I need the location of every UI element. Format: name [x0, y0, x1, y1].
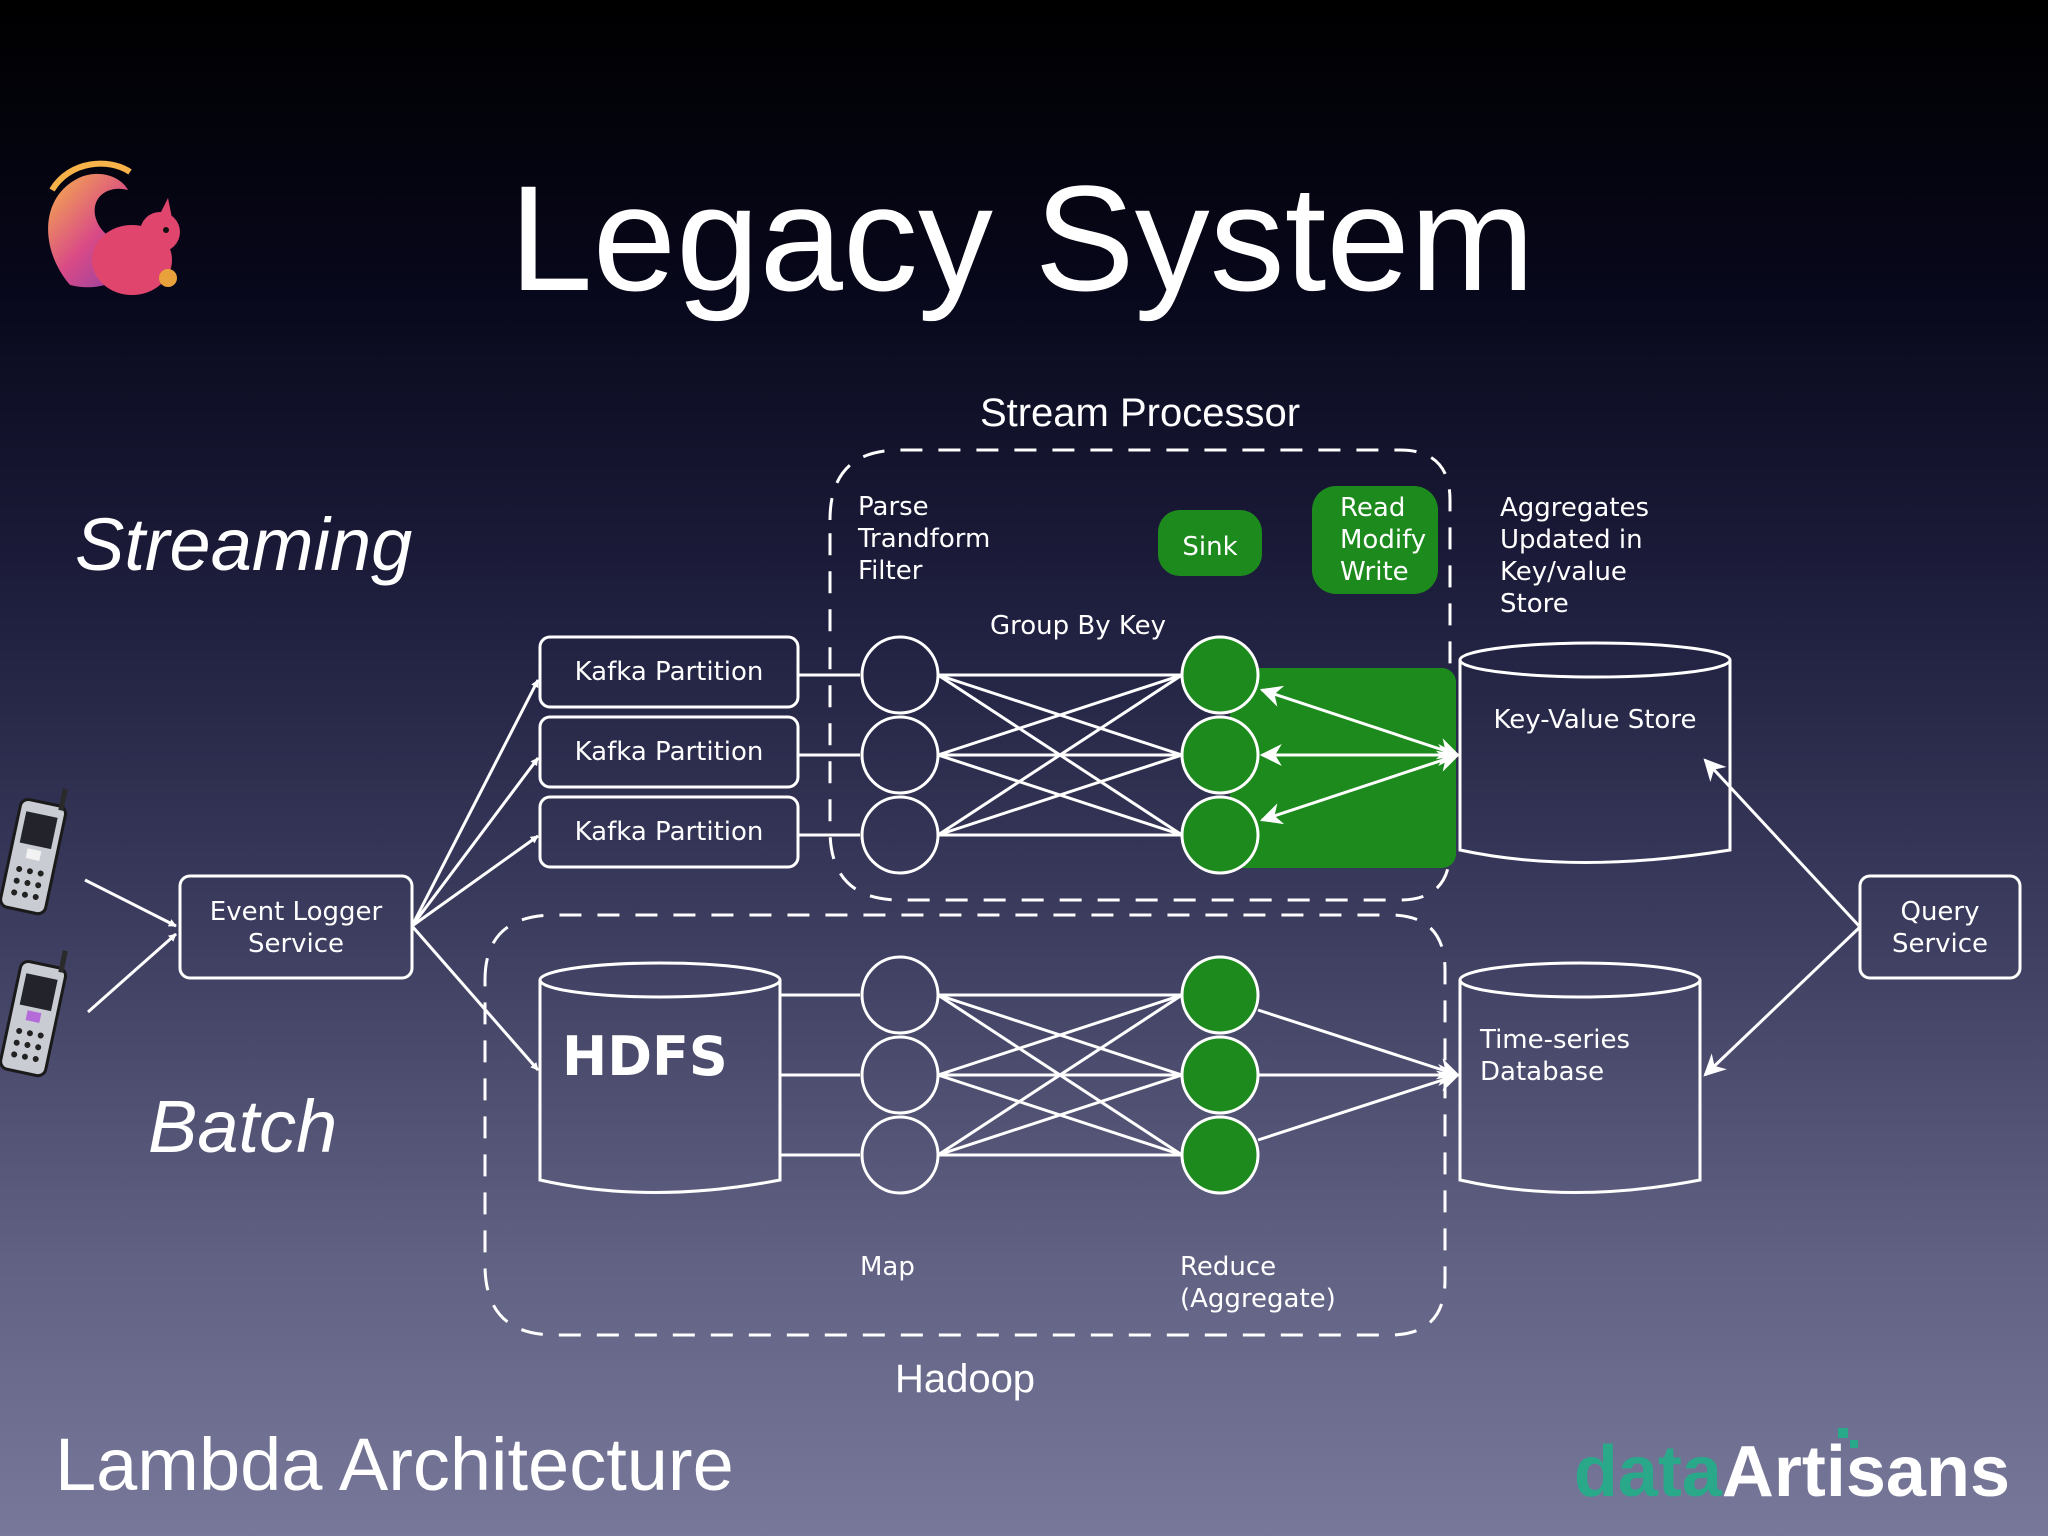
- rmw-label: Read: [1340, 493, 1405, 523]
- query-service-label: Query: [1900, 897, 1979, 927]
- phone-to-logger-arrow: [84, 878, 177, 928]
- read-modify-write-badge: [1312, 486, 1438, 594]
- logger-to-kafka-arrow: [410, 679, 540, 927]
- kafka-partition-label: Kafka Partition: [575, 737, 764, 767]
- time-series-database-cylinder-top: [1458, 961, 1702, 999]
- key-value-store-label: Key-Value Store: [1494, 705, 1697, 735]
- flink-squirrel-icon: [48, 160, 180, 295]
- time-series-label: Database: [1480, 1057, 1604, 1087]
- kv-read-write-arrow: [1259, 750, 1461, 825]
- stream-op-label: Filter: [858, 556, 923, 586]
- sink-badge: [1158, 510, 1262, 576]
- reduce-to-timeseries-arrow: [1257, 1008, 1461, 1080]
- hdfs-cylinder-top: [538, 961, 782, 999]
- sink-label: Sink: [1182, 532, 1237, 562]
- kafka-partition-box: [538, 795, 800, 869]
- batch-reduce-node: [1180, 1115, 1260, 1195]
- rmw-label: Write: [1340, 557, 1409, 587]
- batch-map-node: [860, 955, 940, 1035]
- stream-op-label: Parse: [858, 492, 929, 522]
- reduce-label: (Aggregate): [1180, 1284, 1336, 1314]
- footer-title: Lambda Architecture: [55, 1423, 734, 1506]
- stream-processor-label: Stream Processor: [980, 391, 1300, 435]
- event-logger-label: Event Logger: [210, 897, 383, 927]
- phone-to-logger-arrow: [87, 932, 177, 1014]
- kafka-partition-label: Kafka Partition: [575, 657, 764, 687]
- svg-text:dataArtisans: dataArtisans: [1574, 1432, 2010, 1512]
- hadoop-region: [483, 913, 1447, 1337]
- stream-map-node: [860, 715, 940, 795]
- stream-aggregate-node: [1180, 635, 1260, 715]
- map-label: Map: [860, 1252, 915, 1282]
- kafka-partition-label: Kafka Partition: [575, 817, 764, 847]
- batch-reduce-node: [1180, 1035, 1260, 1115]
- aggregates-note: Key/value: [1500, 557, 1627, 587]
- batch-shuffle-lines: [937, 993, 1183, 1157]
- query-to-timeseries-arrow: [1703, 925, 1862, 1077]
- event-logger-service-box: [178, 874, 414, 980]
- batch-reduce-node: [1180, 955, 1260, 1035]
- query-service-label: Service: [1892, 929, 1988, 959]
- streaming-label: Streaming: [75, 503, 412, 586]
- stream-map-node: [860, 635, 940, 715]
- event-logger-label: Service: [248, 929, 344, 959]
- stream-op-label: Trandform: [857, 524, 990, 554]
- time-series-label: Time-series: [1479, 1025, 1630, 1055]
- kafka-partition-box: [538, 715, 800, 789]
- aggregates-note: Store: [1500, 589, 1569, 619]
- rmw-label: Modify: [1340, 525, 1426, 555]
- stream-map-node: [860, 795, 940, 875]
- aggregates-note: Aggregates: [1500, 493, 1649, 523]
- batch-map-node: [860, 1035, 940, 1115]
- mobile-phone-icon: [0, 950, 68, 1078]
- reduce-label: Reduce: [1180, 1252, 1276, 1282]
- group-by-key-label: Group By Key: [990, 611, 1166, 641]
- hdfs-cylinder: [538, 980, 782, 1194]
- brand-part-2: Artisans: [1722, 1432, 2010, 1512]
- time-series-database-cylinder: [1458, 980, 1702, 1194]
- logger-to-hdfs-arrow: [410, 925, 540, 1071]
- brand-part-1: data: [1574, 1432, 1723, 1512]
- query-to-kv-arrow: [1703, 758, 1862, 929]
- batch-map-node: [860, 1115, 940, 1195]
- data-artisans-logo: dataArtisans: [1574, 1428, 2010, 1512]
- reduce-to-timeseries-arrow: [1257, 1070, 1461, 1142]
- query-service-box: [1858, 874, 2022, 980]
- stream-shuffle-lines: [937, 673, 1183, 837]
- logger-to-kafka-arrow: [410, 757, 540, 927]
- aggregates-note: Updated in: [1500, 525, 1643, 555]
- hadoop-label: Hadoop: [895, 1357, 1035, 1401]
- logger-to-kafka-arrow: [411, 834, 539, 928]
- batch-label: Batch: [148, 1085, 337, 1168]
- key-value-store-cylinder: [1458, 660, 1732, 864]
- key-value-store-cylinder-top: [1458, 641, 1732, 679]
- stream-aggregate-node: [1180, 795, 1260, 875]
- slide-title: Legacy System: [509, 154, 1534, 322]
- mobile-phone-icon: [0, 788, 68, 916]
- kafka-partition-box: [538, 635, 800, 709]
- hdfs-label: HDFS: [562, 1025, 728, 1088]
- stream-aggregate-node: [1180, 715, 1260, 795]
